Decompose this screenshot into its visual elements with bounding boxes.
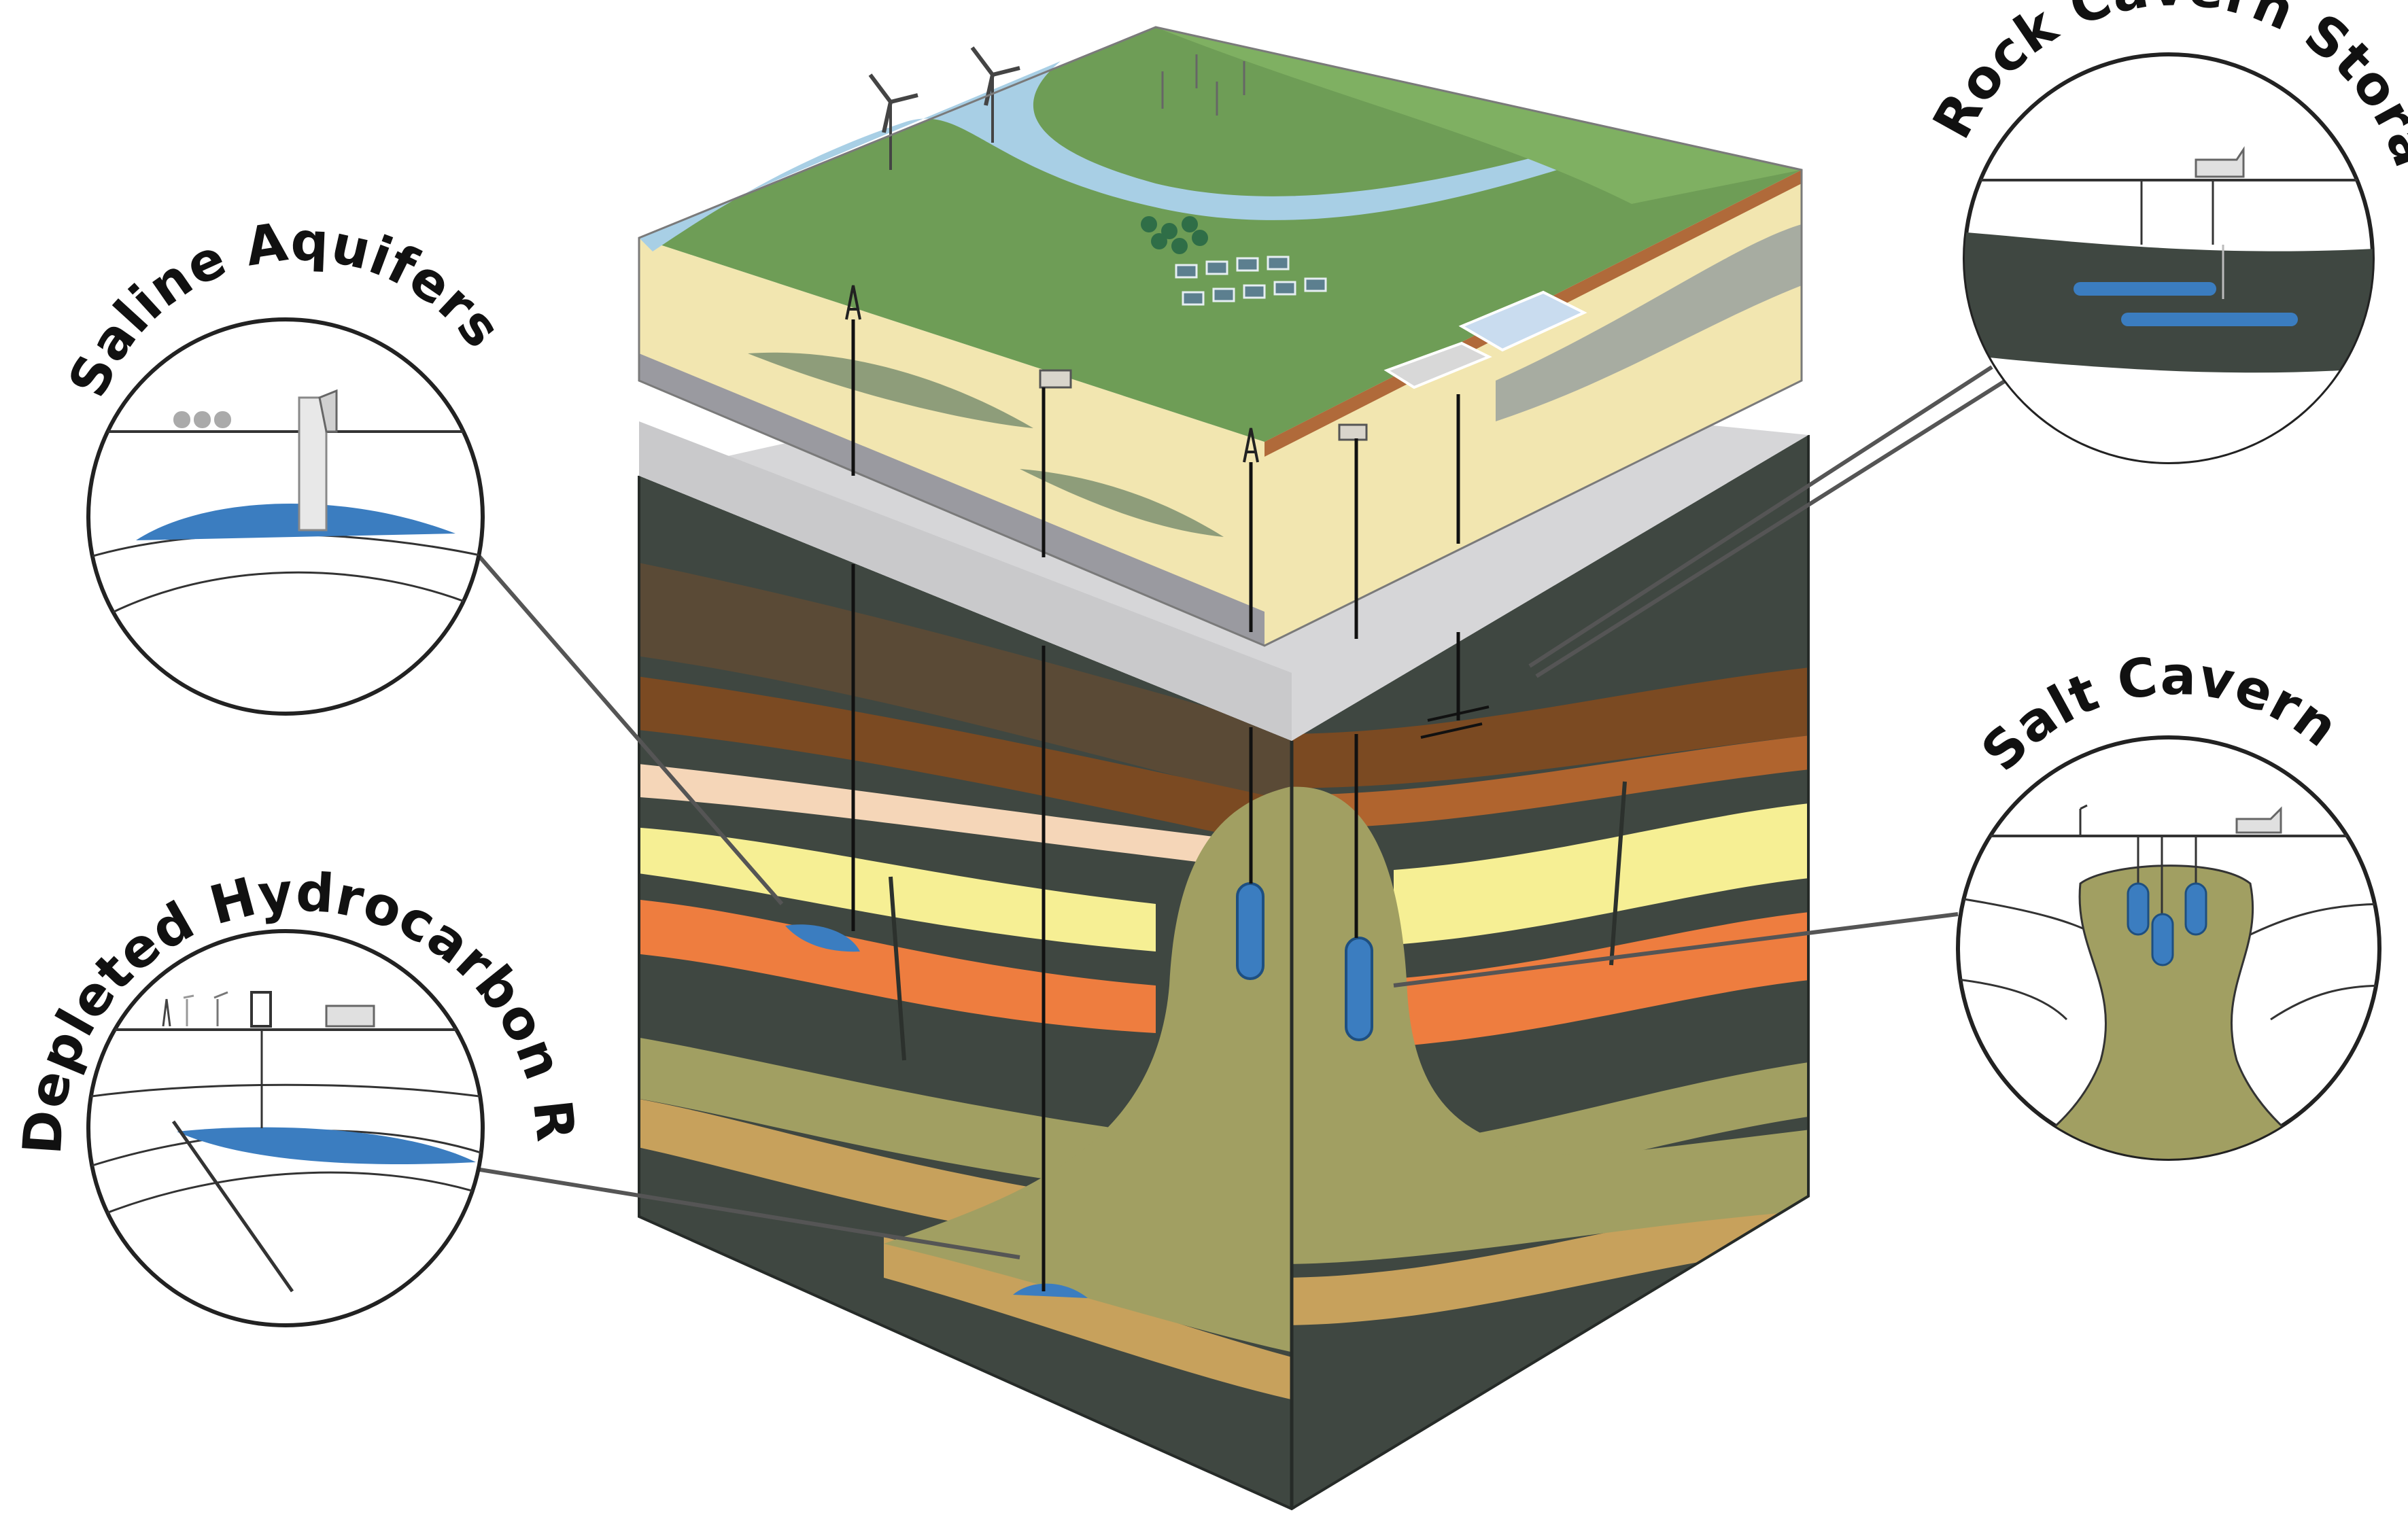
building-icon: [1338, 423, 1368, 441]
derrick-icon: [1243, 427, 1259, 463]
stratum-rust-right: [1292, 666, 1808, 788]
leader-lines: [460, 365, 2007, 1259]
stratum-peach-right: [1292, 734, 1808, 829]
stratum-tan-right: [1292, 1196, 1808, 1325]
surface-water: [639, 61, 1645, 251]
stratum-brown: [639, 557, 1292, 816]
stratum-tan-lower: [884, 1237, 1292, 1407]
surface-light-green: [1156, 27, 1802, 204]
surface-right-gray: [1496, 224, 1802, 421]
rock-cavern-1: [2074, 282, 2216, 296]
aquifer-pocket-front: [785, 924, 860, 952]
surface-block: [638, 26, 1803, 647]
forest-icon: [1141, 216, 1208, 254]
surface-green-lens: [748, 352, 1033, 428]
stratum-rust: [639, 673, 1292, 856]
surface-gray-band: [639, 353, 1265, 646]
hydrocarbon-pocket-front: [1013, 1283, 1088, 1298]
salt-cavern-2: [1345, 937, 1373, 1041]
fault-line-right: [1609, 781, 1627, 966]
salt-cavern-1: [1236, 882, 1265, 980]
surface-front-side: [639, 238, 1265, 646]
solar-panel-icon: [1175, 256, 1327, 306]
stratum-yellow-right: [1394, 802, 1808, 945]
well-head-marks: [1420, 705, 1490, 739]
derrick-icon: [845, 285, 861, 320]
salt-dome-front: [884, 782, 1292, 1359]
warehouse-icon: [1383, 341, 1492, 389]
stratum-orange: [639, 897, 1156, 1033]
gray-slab-front: [639, 421, 1292, 741]
wind-farm-icon: [1161, 54, 1245, 116]
surface-green-lens-2: [1020, 469, 1224, 537]
salt-cavern-b: [2151, 913, 2174, 966]
aquifer-storage-zone: [136, 503, 455, 540]
callout-saline-aquifers: Saline Aquifers: [57, 211, 512, 716]
building-icon: [1039, 369, 1072, 389]
wells: [851, 319, 1460, 1291]
salt-dome-right: [1292, 786, 1808, 1264]
rock-cavern-2: [2121, 313, 2298, 326]
salt-cavern-c: [2184, 882, 2207, 936]
fault-line-front: [889, 876, 906, 1061]
stratum-peach: [639, 761, 1292, 877]
stratum-yellow: [639, 826, 1156, 952]
wind-turbine-icon: [868, 46, 1020, 170]
hydrocarbon-storage-zone: [177, 1127, 476, 1164]
greenhouse-icon: [1458, 290, 1587, 352]
salt-cavern-a: [2127, 882, 2150, 936]
